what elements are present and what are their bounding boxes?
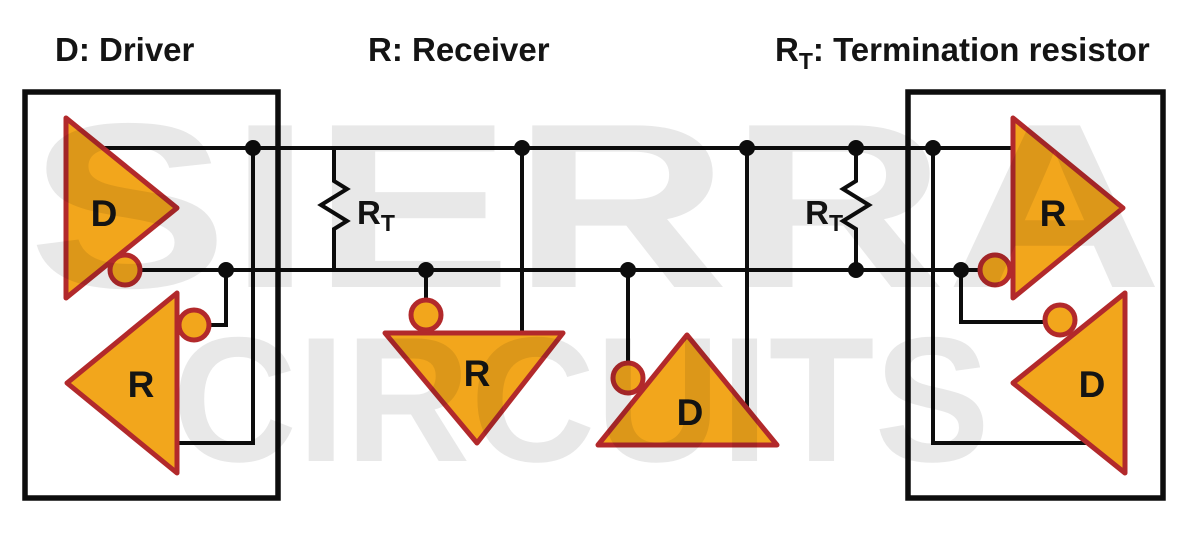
middle-driver-inversion-bubble — [610, 360, 646, 396]
left-receiver-inverting-wire — [209, 270, 228, 327]
left-driver-label: D — [91, 193, 118, 234]
middle-driver-label: D — [677, 392, 704, 433]
right-receiver-label: R — [1040, 193, 1067, 234]
watermark-line1: SIERRA — [28, 74, 1163, 337]
legend: D: Driver R: Receiver RT: Termination re… — [55, 31, 1150, 74]
junction-dot — [418, 262, 434, 278]
right-driver-inverting-wire — [959, 270, 1043, 324]
left-node-box — [22, 89, 281, 501]
legend-receiver-label: R: Receiver — [368, 31, 550, 68]
resistor-left-label: RT — [357, 194, 395, 236]
junction-dot — [620, 262, 636, 278]
watermark-line2: CIRCUITS — [172, 300, 990, 499]
right-receiver-triangle — [1010, 115, 1126, 301]
right-transceiver-node: R D — [905, 89, 1166, 501]
junction-dot — [953, 262, 969, 278]
middle-transceivers: R D — [382, 148, 780, 448]
junction-dots — [218, 140, 969, 278]
right-driver-triangle — [1010, 290, 1128, 476]
left-transceiver-node: D R — [22, 89, 281, 501]
watermark: SIERRA CIRCUITS — [28, 74, 1163, 499]
termination-resistor-left: RT — [317, 148, 395, 270]
legend-driver-label: D: Driver — [55, 31, 195, 68]
right-node-box — [905, 89, 1166, 501]
right-driver-label: D — [1079, 364, 1106, 405]
junction-dot — [848, 262, 864, 278]
left-receiver-inversion-bubble — [176, 307, 212, 343]
left-driver-inversion-bubble — [107, 252, 143, 288]
middle-receiver-inversion-bubble — [408, 297, 444, 333]
junction-dot — [848, 140, 864, 156]
left-receiver-label: R — [128, 364, 155, 405]
termination-subscript: T — [799, 48, 813, 74]
junction-dot — [514, 140, 530, 156]
left-receiver-triangle — [64, 290, 180, 476]
legend-termination-label: RT: Termination resistor — [775, 31, 1150, 74]
termination-resistor-right: RT — [805, 148, 873, 270]
resistor-left-zigzag — [317, 148, 351, 270]
right-driver-noninverting-wire — [931, 148, 1086, 445]
junction-dot — [245, 140, 261, 156]
resistor-right-label: RT — [805, 194, 843, 236]
middle-receiver-triangle — [382, 330, 566, 446]
junction-dot — [739, 140, 755, 156]
junction-dot — [925, 140, 941, 156]
termination-symbol: R — [775, 31, 799, 68]
left-receiver-noninverting-wire — [177, 148, 255, 445]
middle-driver-triangle — [595, 332, 780, 448]
termination-description: : Termination resistor — [813, 31, 1150, 68]
junction-dot — [218, 262, 234, 278]
right-receiver-inversion-bubble — [977, 252, 1013, 288]
resistor-right-zigzag — [839, 148, 873, 270]
middle-receiver-label: R — [464, 353, 491, 394]
right-driver-inversion-bubble — [1042, 302, 1078, 338]
